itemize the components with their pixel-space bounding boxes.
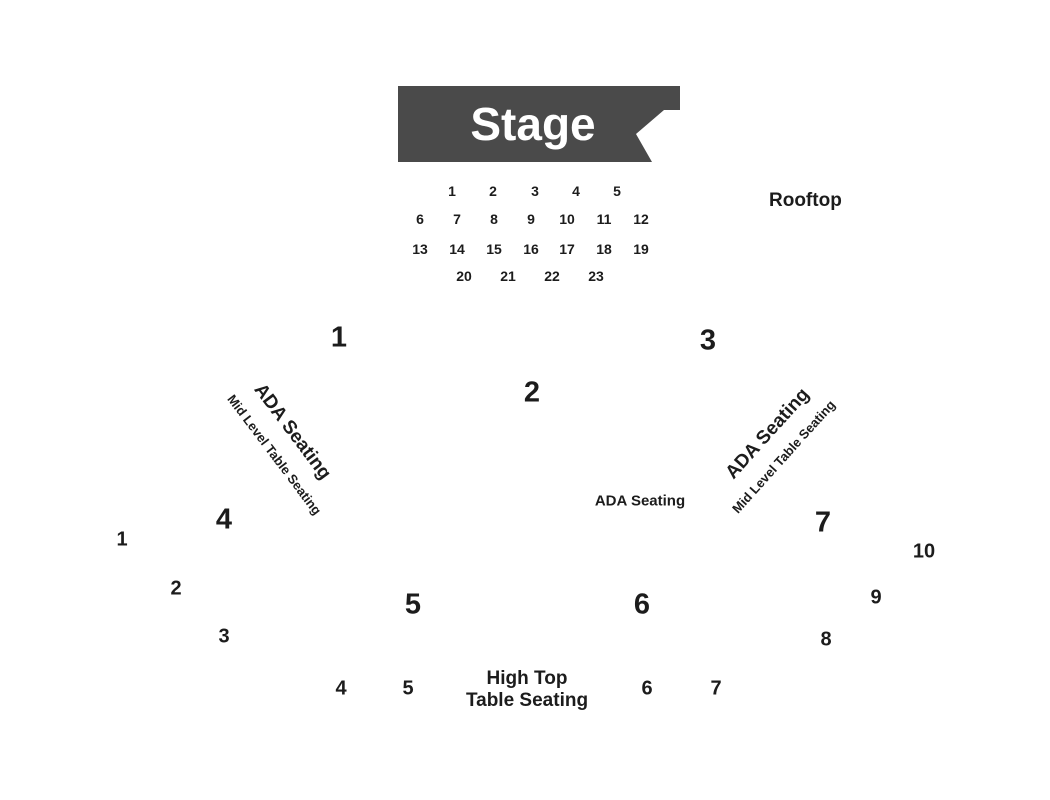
section-1[interactable]: 1 bbox=[330, 321, 348, 354]
section-3[interactable]: 3 bbox=[699, 324, 717, 357]
front-table[interactable]: 9 bbox=[527, 211, 535, 227]
section-5[interactable]: 5 bbox=[404, 588, 422, 621]
front-table[interactable]: 1 bbox=[448, 183, 456, 199]
section-2[interactable]: 2 bbox=[523, 376, 541, 409]
front-table[interactable]: 15 bbox=[486, 241, 502, 257]
high-top-table[interactable]: 1 bbox=[116, 528, 128, 551]
high-top-table[interactable]: 6 bbox=[641, 677, 653, 700]
front-table[interactable]: 23 bbox=[588, 268, 604, 284]
high-top-line2: Table Seating bbox=[465, 690, 589, 711]
front-table[interactable]: 7 bbox=[453, 211, 461, 227]
high-top-table[interactable]: 5 bbox=[402, 677, 414, 700]
high-top-table[interactable]: 7 bbox=[710, 677, 722, 700]
stage-banner bbox=[398, 86, 680, 162]
front-table[interactable]: 5 bbox=[613, 183, 621, 199]
front-table[interactable]: 12 bbox=[633, 211, 649, 227]
section-4[interactable]: 4 bbox=[215, 503, 233, 536]
front-table[interactable]: 13 bbox=[412, 241, 428, 257]
front-table[interactable]: 18 bbox=[596, 241, 612, 257]
front-table[interactable]: 8 bbox=[490, 211, 498, 227]
rooftop-label: Rooftop bbox=[769, 190, 842, 211]
front-table[interactable]: 14 bbox=[449, 241, 465, 257]
high-top-table[interactable]: 9 bbox=[870, 586, 882, 609]
front-table[interactable]: 3 bbox=[531, 183, 539, 199]
front-table[interactable]: 20 bbox=[456, 268, 472, 284]
high-top-label: High Top Table Seating bbox=[466, 668, 588, 712]
front-table[interactable]: 21 bbox=[500, 268, 516, 284]
section-7[interactable]: 7 bbox=[814, 506, 832, 539]
high-top-line1: High Top bbox=[486, 668, 568, 689]
front-table[interactable]: 22 bbox=[544, 268, 560, 284]
front-table[interactable]: 6 bbox=[416, 211, 424, 227]
high-top-table[interactable]: 3 bbox=[218, 625, 230, 648]
high-top-table[interactable]: 8 bbox=[820, 628, 832, 651]
front-table[interactable]: 10 bbox=[559, 211, 575, 227]
high-top-table[interactable]: 10 bbox=[912, 540, 936, 563]
high-top-table[interactable]: 4 bbox=[335, 677, 347, 700]
section-6[interactable]: 6 bbox=[633, 588, 651, 621]
high-top-table[interactable]: 2 bbox=[170, 577, 182, 600]
stage-label: Stage bbox=[470, 98, 596, 150]
front-table[interactable]: 2 bbox=[489, 183, 497, 199]
front-table[interactable]: 4 bbox=[572, 183, 580, 199]
front-table[interactable]: 17 bbox=[559, 241, 575, 257]
ada-center-label: ADA Seating bbox=[594, 492, 686, 510]
front-table[interactable]: 11 bbox=[596, 211, 612, 227]
front-table[interactable]: 19 bbox=[633, 241, 649, 257]
front-table[interactable]: 16 bbox=[523, 241, 539, 257]
